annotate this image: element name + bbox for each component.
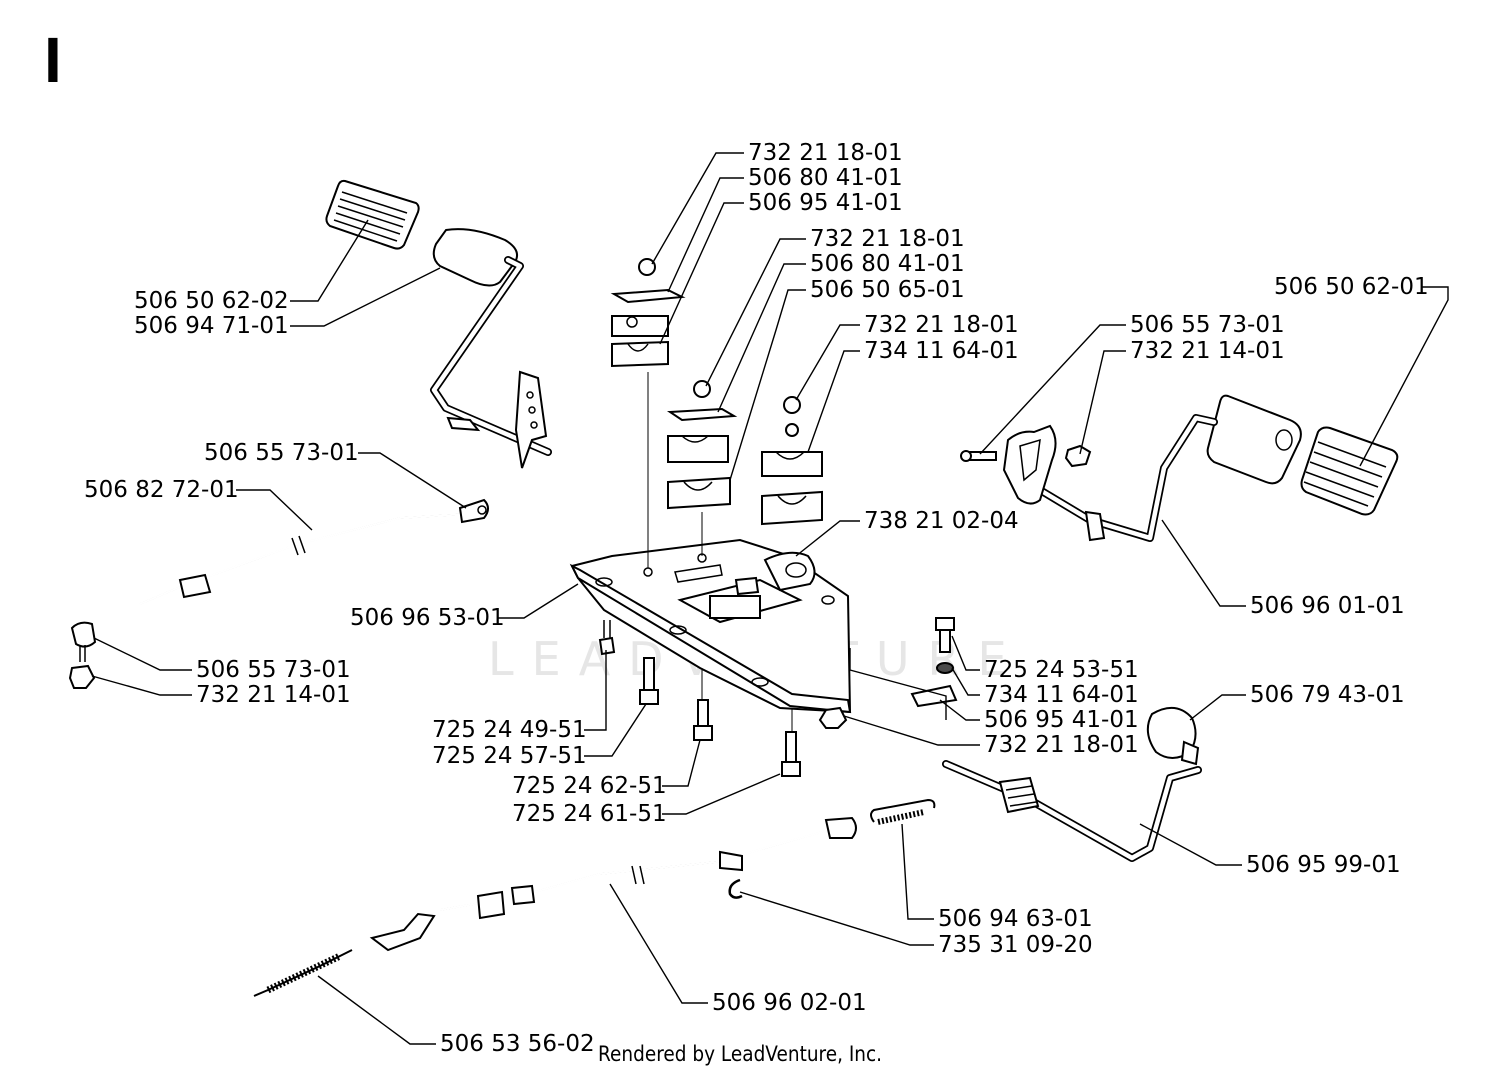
clip-735-31-09-20 <box>728 878 743 899</box>
block-stack-2 <box>666 380 738 510</box>
part-label: 725 24 61-51 <box>512 801 667 827</box>
part-label: 506 53 56-02 <box>440 1031 595 1057</box>
part-label: 732 21 18-01 <box>810 226 965 252</box>
part-label: 735 31 09-20 <box>938 932 1093 958</box>
pedal-pad-right <box>1300 426 1399 516</box>
part-label: 506 50 65-01 <box>810 277 965 303</box>
pedal-arm-right <box>960 394 1302 542</box>
part-label: 732 21 18-01 <box>984 732 1139 758</box>
cable-506-82-72-01 <box>68 498 489 689</box>
part-label: 725 24 62-51 <box>512 773 667 799</box>
part-label: 506 80 41-01 <box>810 251 965 277</box>
mounting-plate <box>569 538 852 714</box>
part-label: 506 50 62-01 <box>1274 274 1429 300</box>
block-stack-1 <box>610 258 686 368</box>
bolt-725-24-49-51 <box>598 620 616 656</box>
pedal-pad-left <box>325 179 420 250</box>
part-label: 506 96 02-01 <box>712 990 867 1016</box>
part-label: 506 55 73-01 <box>1130 312 1285 338</box>
bolt-725-24-53-51 <box>818 617 958 729</box>
part-label: 732 21 14-01 <box>1130 338 1285 364</box>
footer-credit: Rendered by LeadVenture, Inc. <box>598 1042 883 1066</box>
part-label: 725 24 49-51 <box>432 717 587 743</box>
bolt-725-24-62-51 <box>693 699 713 741</box>
part-label: 506 96 01-01 <box>1250 593 1405 619</box>
section-letter: I <box>44 24 62 96</box>
part-label: 506 55 73-01 <box>204 440 359 466</box>
part-label: 732 21 18-01 <box>864 312 1019 338</box>
spring-506-94-63-01 <box>870 798 936 825</box>
cable-506-96-02-01 <box>369 816 857 952</box>
spring-506-53-56-02 <box>253 949 353 997</box>
part-label: 506 79 43-01 <box>1250 682 1405 708</box>
part-label: 732 21 14-01 <box>196 682 351 708</box>
part-label: 506 95 99-01 <box>1246 852 1401 878</box>
lever-506-95-99-01 <box>942 707 1202 862</box>
part-label: 506 55 73-01 <box>196 657 351 683</box>
part-label: 506 95 41-01 <box>748 190 903 216</box>
pedal-arm-left <box>430 228 552 469</box>
part-label: 506 95 41-01 <box>984 707 1139 733</box>
part-label: 725 24 57-51 <box>432 743 587 769</box>
part-label: 506 80 41-01 <box>748 165 903 191</box>
part-label: 725 24 53-51 <box>984 657 1139 683</box>
leader-lines <box>91 152 1449 1045</box>
part-label: 738 21 02-04 <box>864 508 1019 534</box>
part-label: 734 11 64-01 <box>864 338 1019 364</box>
part-label: 506 50 62-02 <box>134 288 289 314</box>
part-label: 506 94 63-01 <box>938 906 1093 932</box>
part-label: 506 94 71-01 <box>134 313 289 339</box>
part-label: 732 21 18-01 <box>748 140 903 166</box>
bolt-725-24-61-51 <box>781 731 801 777</box>
part-label: 506 96 53-01 <box>350 605 505 631</box>
bolt-725-24-57-51 <box>639 657 659 705</box>
block-stack-3 <box>761 396 823 526</box>
part-label: 734 11 64-01 <box>984 682 1139 708</box>
part-label: 506 82 72-01 <box>84 477 239 503</box>
